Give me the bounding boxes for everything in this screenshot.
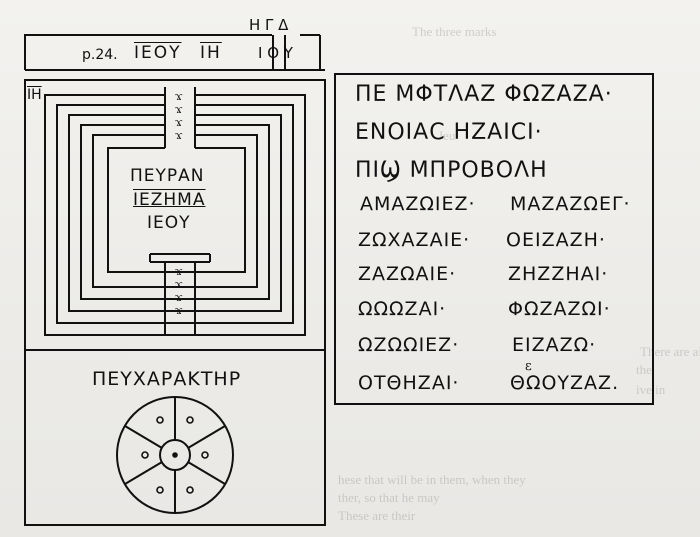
name-entry: ΩΖΩΩΙΕΖ· [358, 334, 460, 356]
column-mark: ϫ [175, 303, 183, 318]
overlined-name-2: ΙΗ [200, 43, 222, 63]
bleed-text: hese that will be in them, when they [338, 472, 526, 487]
page-reference: p.24. [82, 47, 118, 63]
name-entry: ΑΜΑΖΩΙΕΖ· [360, 193, 476, 215]
name-entry: ΕΙΖΑΖΩ· [512, 334, 597, 356]
name-entry: ΦΩΖΑΖΩΙ· [508, 298, 611, 320]
concentric-square [44, 94, 306, 336]
bleed-text: the [636, 362, 652, 377]
concentric-square [80, 124, 270, 300]
text-line-2: ΕΝΟΙΑϹ ΗΖΑΙϹΙ· [355, 120, 543, 145]
top-right-letters: Η Γ Δ [249, 16, 289, 34]
text-line-1: ΠΕ ΜΦΤΛΑΖ ΦΩΖΑΖΑ· [355, 82, 613, 107]
column-mark: ϫ [175, 89, 183, 104]
column-mark: ϫ [175, 264, 183, 279]
column-mark: ϫ [175, 277, 183, 292]
wheel-dot [156, 416, 164, 424]
concentric-square [68, 114, 282, 312]
column-mark: ϫ [175, 128, 183, 143]
center-line-1: ΠΕΥΡΑΝ [130, 166, 205, 186]
center-line-2: ΙΕΖΗΜΑ [133, 190, 206, 210]
wheel-dot [141, 451, 149, 459]
wheel-dot [156, 486, 164, 494]
inner-square [107, 147, 246, 273]
concentric-square [56, 104, 294, 324]
bleed-text: ther, so that he may [338, 490, 440, 505]
wheel-dot [201, 451, 209, 459]
bleed-text: The three marks [412, 24, 497, 39]
wheel-dot [172, 452, 178, 458]
column-mark: ϫ [175, 115, 183, 130]
name-entry: ΘΩΟΥΖΑΖ. [510, 372, 620, 394]
column-mark: ϫ [175, 290, 183, 305]
superscript-mark: ε [525, 359, 532, 374]
bleed-text: There are also [640, 344, 700, 359]
character-label: ΠΕΥΧΑΡΑΚΤΗΡ [92, 368, 242, 390]
bleed-text: These are their [338, 508, 416, 523]
top-right-letters-2: Ι Ο Υ [258, 44, 293, 62]
text-line-3: ΠΙϢ ΜΠΡΟΒΟΛΗ [355, 158, 548, 183]
wheel-dot [186, 416, 194, 424]
outer-frame [24, 79, 326, 526]
name-entry: ΟΕΙΖΑΖΗ· [506, 229, 606, 251]
name-entry: ΩΩΩΖΑΙ· [358, 298, 447, 320]
name-entry: ΖΩΧΑΖΑΙΕ· [358, 229, 471, 251]
header-border [24, 34, 272, 70]
name-entry: ΟΤΘΗΖΑΙ· [358, 372, 460, 394]
concentric-square [92, 134, 258, 288]
bleed-text: Jeu [438, 128, 456, 143]
left-mark: ΙΗ [27, 87, 42, 103]
text-frame [334, 73, 654, 405]
center-line-3: ΙΕΟΥ [147, 213, 191, 233]
name-entry: ΖΑΖΩΑΙΕ· [358, 263, 457, 285]
wheel-dot [186, 486, 194, 494]
name-entry: ΜΑΖΑΖΩΕΓ· [510, 193, 631, 215]
column-mark: ϫ [175, 102, 183, 117]
bleed-text: ive in [636, 382, 666, 397]
name-entry: ΖΗΖΖΗΑΙ· [508, 263, 609, 285]
overlined-name: ΙΕΟΥ [134, 43, 182, 63]
